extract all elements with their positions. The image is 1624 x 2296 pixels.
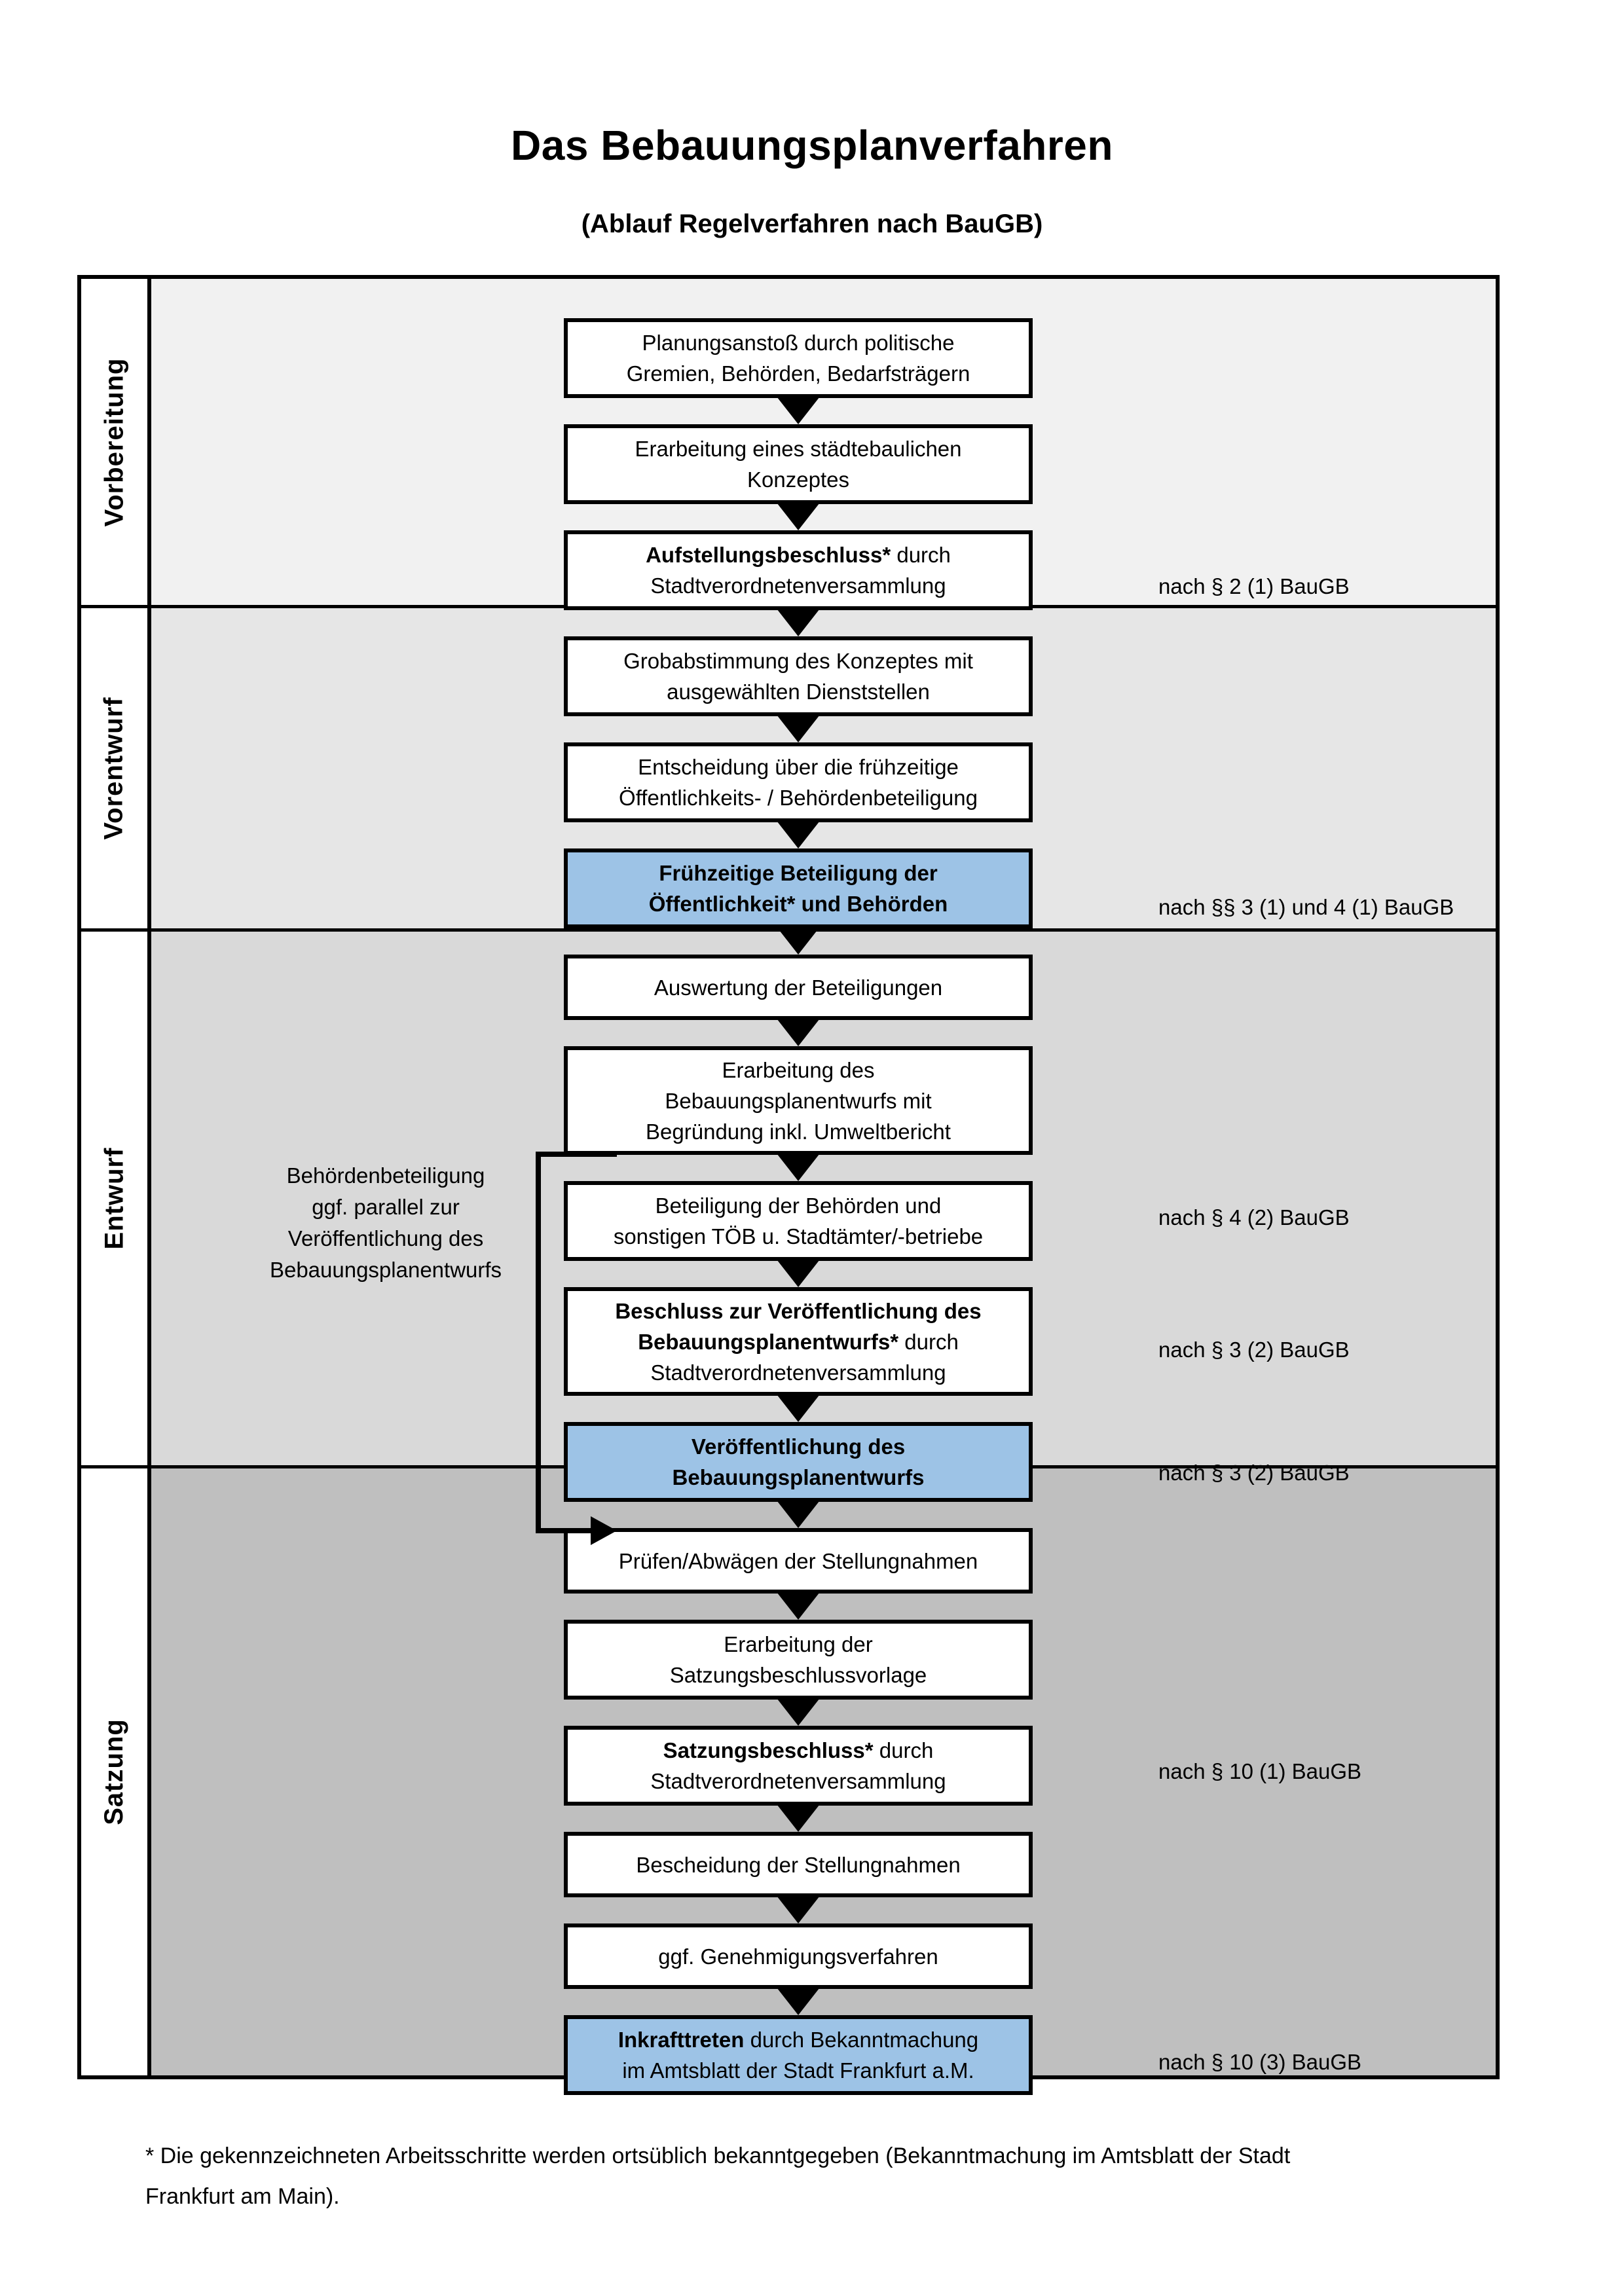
node-line-1: Veröffentlichung des (691, 1434, 906, 1459)
arrow-down-icon (775, 1151, 822, 1181)
node-line-3: Stadtverordnetenversammlung (650, 1360, 946, 1385)
arrow-down-icon (775, 1498, 822, 1528)
phase-label-entwurf: Entwurf (81, 932, 147, 1465)
arrow-down-icon (775, 818, 822, 848)
arrow-down-icon (775, 1802, 822, 1832)
arrow-down-icon (775, 1985, 822, 2015)
node-inkrafttreten[interactable]: Inkrafttreten durch Bekanntmachung im Am… (564, 2015, 1033, 2095)
node-line-1: Prüfen/Abwägen der Stellungnahmen (618, 1548, 978, 1573)
node-line-1: Aufstellungsbeschluss* durch (646, 543, 951, 567)
arrow-down-icon (775, 1016, 822, 1046)
node-line-1: Beschluss zur Veröffentlichung des (615, 1298, 982, 1323)
footnote: * Die gekennzeichneten Arbeitsschritte w… (145, 2136, 1504, 2217)
node-line-1: Satzungsbeschluss* durch (663, 1738, 934, 1762)
node-satzungsbeschlussvorlage[interactable]: Erarbeitung der Satzungsbeschlussvorlage (564, 1620, 1033, 1700)
legal-ref-par10-3: nach § 10 (3) BauGB (1158, 2050, 1362, 2074)
arrow-down-icon (775, 1257, 822, 1287)
node-line-1: Grobabstimmung des Konzeptes mit (623, 649, 973, 673)
sidenote-line-2: ggf. parallel zur (312, 1195, 460, 1219)
arrow-down-icon (775, 1893, 822, 1923)
footnote-line-1: * Die gekennzeichneten Arbeitsschritte w… (145, 2143, 1291, 2168)
sidenote-line-1: Behördenbeteiligung (286, 1163, 485, 1188)
node-line-2: Öffentlichkeits- / Behördenbeteiligung (619, 786, 978, 810)
arrow-down-icon (775, 1392, 822, 1422)
node-line-1: Frühzeitige Beteiligung der (659, 861, 938, 885)
node-auswertung-beteiligungen[interactable]: Auswertung der Beteiligungen (564, 955, 1033, 1020)
node-line-1: Entscheidung über die frühzeitige (638, 755, 959, 779)
node-line-2: Konzeptes (747, 467, 849, 492)
node-line-2: Gremien, Behörden, Bedarfsträgern (626, 361, 970, 386)
phase-gutter-divider (147, 279, 151, 2075)
node-line-2: sonstigen TÖB u. Stadtämter/-betriebe (613, 1224, 984, 1248)
arrow-down-icon (775, 712, 822, 742)
legal-ref-par2-1: nach § 2 (1) BauGB (1158, 574, 1350, 598)
node-veroeffentlichung-bebauungsplanentwurf[interactable]: Veröffentlichung des Bebauungsplanentwur… (564, 1422, 1033, 1502)
node-aufstellungsbeschluss[interactable]: Aufstellungsbeschluss* durch Stadtverord… (564, 530, 1033, 610)
node-staedtebauliches-konzept[interactable]: Erarbeitung eines städtebaulichen Konzep… (564, 424, 1033, 504)
node-pruefen-abwaegen[interactable]: Prüfen/Abwägen der Stellungnahmen (564, 1528, 1033, 1594)
phase-label-text: Vorbereitung (100, 357, 128, 526)
node-line-2: im Amtsblatt der Stadt Frankfurt a.M. (622, 2058, 974, 2083)
sidenote-line-3: Veröffentlichung des (287, 1226, 484, 1250)
node-line-2: ausgewählten Dienststellen (667, 680, 930, 704)
arrow-down-icon (775, 924, 822, 955)
arrow-down-icon (775, 1696, 822, 1726)
footnote-line-2: Frankfurt am Main). (145, 2184, 340, 2209)
node-line-1: ggf. Genehmigungsverfahren (658, 1944, 938, 1969)
node-bescheidung-stellungnahmen[interactable]: Bescheidung der Stellungnahmen (564, 1832, 1033, 1897)
node-entscheidung-fruehzeitige-beteiligung[interactable]: Entscheidung über die frühzeitige Öffent… (564, 742, 1033, 822)
node-planungsanstoss[interactable]: Planungsanstoß durch politische Gremien,… (564, 318, 1033, 398)
phase-label-vorbereitung: Vorbereitung (81, 279, 147, 605)
phase-label-text: Vorentwurf (100, 697, 128, 840)
phase-label-satzung: Satzung (81, 1468, 147, 2075)
node-line-2: Bebauungsplanentwurfs mit (665, 1088, 932, 1113)
legal-ref-par3-2-a: nach § 3 (2) BauGB (1158, 1338, 1350, 1362)
page-subtitle: (Ablauf Regelverfahren nach BauGB) (581, 210, 1043, 238)
node-fruehzeitige-beteiligung[interactable]: Frühzeitige Beteiligung der Öffentlichke… (564, 848, 1033, 928)
node-line-1: Inkrafttreten durch Bekanntmachung (618, 2028, 979, 2052)
node-line-2: Bebauungsplanentwurfs* durch (638, 1329, 959, 1354)
node-line-1: Erarbeitung eines städtebaulichen (635, 437, 962, 461)
node-line-1: Beteiligung der Behörden und (655, 1194, 942, 1218)
node-line-1: Erarbeitung des (722, 1057, 875, 1082)
node-line-2: Bebauungsplanentwurfs (672, 1465, 925, 1489)
sidenote-behoerdenbeteiligung: Behördenbeteiligung ggf. parallel zur Ve… (235, 1160, 536, 1286)
arrow-down-icon (775, 606, 822, 636)
node-beschluss-veroeffentlichung[interactable]: Beschluss zur Veröffentlichung des Bebau… (564, 1287, 1033, 1396)
phase-label-vorentwurf: Vorentwurf (81, 608, 147, 928)
page-title: Das Bebauungsplanverfahren (511, 122, 1113, 169)
node-line-3: Begründung inkl. Umweltbericht (646, 1119, 951, 1144)
node-line-1: Auswertung der Beteiligungen (654, 975, 943, 1000)
node-line-2: Satzungsbeschlussvorlage (669, 1663, 927, 1687)
arrow-down-icon (775, 500, 822, 530)
node-grobabstimmung[interactable]: Grobabstimmung des Konzeptes mit ausgewä… (564, 636, 1033, 716)
node-genehmigungsverfahren[interactable]: ggf. Genehmigungsverfahren (564, 1923, 1033, 1989)
node-line-1: Erarbeitung der (724, 1632, 873, 1656)
flowchart-frame: Vorbereitung Vorentwurf Entwurf Satzung … (77, 275, 1500, 2095)
node-beteiligung-behoerden[interactable]: Beteiligung der Behörden und sonstigen T… (564, 1181, 1033, 1261)
node-line-1: Bescheidung der Stellungnahmen (636, 1852, 961, 1877)
legal-ref-par3-4-1: nach §§ 3 (1) und 4 (1) BauGB (1158, 895, 1454, 919)
node-line-2: Stadtverordnetenversammlung (650, 1769, 946, 1793)
phase-label-text: Entwurf (100, 1147, 128, 1250)
phase-label-text: Satzung (100, 1719, 129, 1825)
node-line-1: Planungsanstoß durch politische (642, 331, 955, 355)
node-line-2: Öffentlichkeit* und Behörden (648, 892, 948, 916)
arrow-down-icon (775, 1590, 822, 1620)
node-satzungsbeschluss[interactable]: Satzungsbeschluss* durch Stadtverordnete… (564, 1726, 1033, 1806)
arrow-down-icon (775, 394, 822, 424)
legal-ref-par10-1: nach § 10 (1) BauGB (1158, 1759, 1362, 1783)
legal-ref-par3-2-b: nach § 3 (2) BauGB (1158, 1461, 1350, 1485)
node-erarbeitung-bebauungsplanentwurf[interactable]: Erarbeitung des Bebauungsplanentwurfs mi… (564, 1046, 1033, 1155)
node-line-2: Stadtverordnetenversammlung (650, 574, 946, 598)
sidenote-line-4: Bebauungsplanentwurfs (269, 1258, 502, 1282)
legal-ref-par4-2: nach § 4 (2) BauGB (1158, 1205, 1350, 1230)
